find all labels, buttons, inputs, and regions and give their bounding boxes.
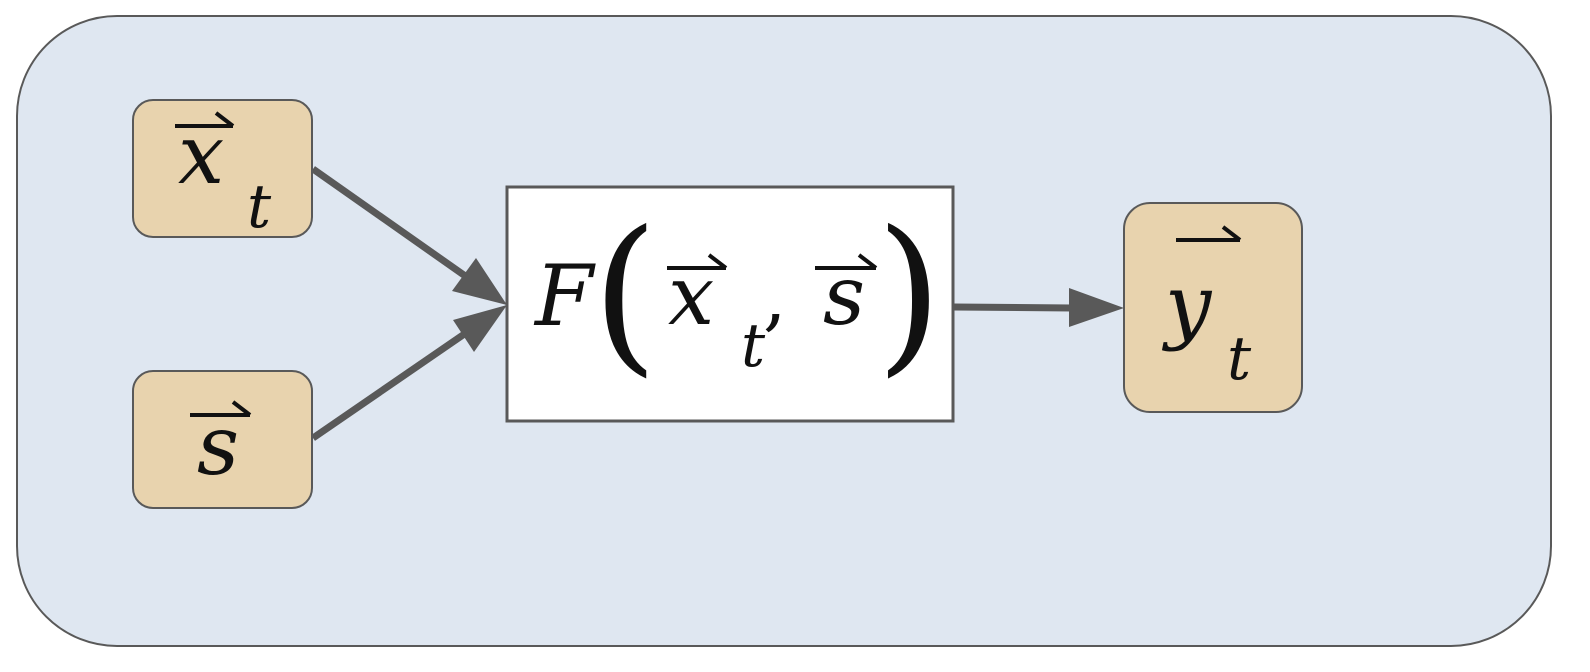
- node-y-symbol: y: [1161, 258, 1213, 353]
- node-output-y: y t: [1123, 202, 1303, 413]
- function-separator: ,: [763, 254, 787, 340]
- vector-harpoon-arg2: [857, 253, 878, 270]
- node-x-subscript: t: [247, 172, 272, 242]
- function-name: F: [533, 247, 596, 345]
- node-y-subscript: t: [1227, 324, 1252, 394]
- function-arg2-symbol: s: [823, 249, 865, 344]
- edge-function-to-y: [953, 303, 1073, 312]
- node-s-symbol: s: [197, 399, 239, 494]
- function-open-paren: (: [592, 195, 658, 393]
- edge-s-to-function: [311, 323, 478, 441]
- vector-harpoon-x: [214, 111, 235, 128]
- node-x-symbol: x: [178, 108, 224, 203]
- node-input-s: s: [132, 370, 313, 509]
- arrowhead-s-to-function: [453, 305, 507, 352]
- arrowhead-x-to-function: [452, 258, 507, 305]
- vector-harpoon-s: [231, 400, 252, 417]
- vector-harpoon-y: [1221, 225, 1242, 242]
- node-input-x: x t: [132, 99, 313, 242]
- arrowhead-function-to-y: [1069, 288, 1124, 327]
- function-arg1-subscript: t: [741, 311, 766, 381]
- node-function: F ( x t , s ): [505, 185, 955, 423]
- function-close-paren: ): [876, 195, 942, 393]
- vector-harpoon-arg1: [707, 253, 728, 270]
- function-arg1-symbol: x: [668, 249, 714, 344]
